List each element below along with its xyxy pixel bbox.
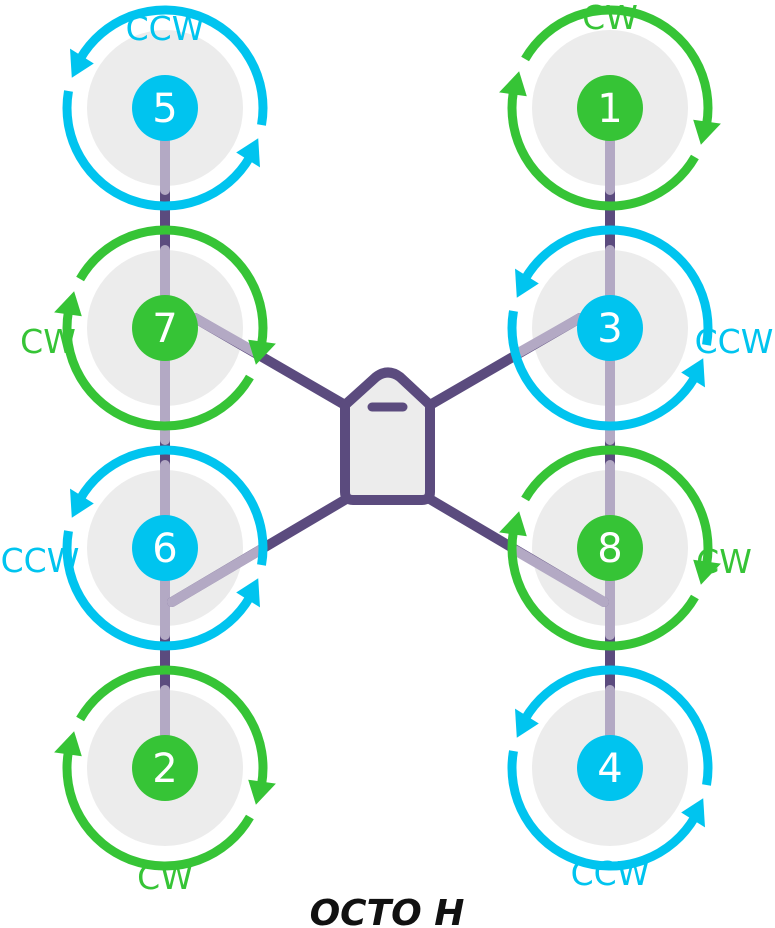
rotation-arrow-7 — [54, 291, 82, 317]
rotation-arc-5 — [76, 5, 268, 126]
rotation-arc-2 — [62, 750, 254, 871]
motor-badge-3 — [577, 295, 643, 361]
rotation-arc-2 — [76, 665, 268, 786]
rotation-rings — [54, 5, 721, 871]
rotation-arc-6 — [76, 445, 268, 566]
rotation-arc-5 — [62, 90, 254, 211]
direction-label-5: CCW — [126, 9, 205, 48]
rotation-arrow-8 — [693, 559, 721, 585]
motor-number-7: 7 — [152, 306, 177, 352]
rotation-arc-8 — [521, 445, 713, 566]
rotation-arrow-7 — [248, 339, 276, 365]
motor-badge-6 — [132, 515, 198, 581]
rotation-arc-4 — [521, 665, 713, 786]
direction-label-2: CW — [137, 858, 193, 897]
rotation-arrow-5 — [236, 138, 260, 168]
motor-badge-1 — [577, 75, 643, 141]
rotation-arrow-6 — [70, 488, 94, 518]
rotation-arc-7 — [62, 310, 254, 431]
rotation-arrow-2 — [248, 779, 276, 805]
rotation-arrow-4 — [681, 798, 705, 828]
motor-number-5: 5 — [152, 86, 177, 132]
rotation-arc-4 — [507, 750, 699, 871]
motor-badge-2 — [132, 735, 198, 801]
rotation-arc-3 — [507, 310, 699, 431]
direction-label-4: CCW — [571, 854, 650, 893]
flight-controller-body — [340, 367, 435, 505]
direction-label-3: CCW — [695, 322, 774, 361]
rotation-arrow-3 — [681, 358, 705, 388]
body-outline — [340, 367, 435, 505]
rotation-arrow-1 — [499, 71, 527, 97]
arm-lower-left-inner — [167, 544, 267, 607]
direction-labels: CW CW CCW CCW CCW CCW CW CW — [1, 0, 774, 897]
motor-number-4: 4 — [597, 746, 622, 792]
rotation-arc-1 — [507, 90, 699, 211]
rotation-arc-3 — [521, 225, 713, 346]
motor-badge-4 — [577, 735, 643, 801]
rotation-arrow-6 — [236, 578, 260, 608]
rotation-arc-6 — [62, 530, 254, 651]
motor-number-6: 6 — [152, 526, 177, 572]
rotation-arrow-8 — [499, 511, 527, 537]
motor-badge-8 — [577, 515, 643, 581]
motor-badges: 1 2 3 4 5 6 7 8 — [132, 75, 643, 801]
arm-lower-right-inner — [508, 544, 609, 607]
motor-badge-7 — [132, 295, 198, 361]
direction-label-6: CCW — [1, 541, 80, 580]
arm-upper-right-inner — [515, 313, 585, 357]
rotation-arc-8 — [507, 530, 699, 651]
rotation-arrow-3 — [515, 268, 539, 298]
rotation-arc-1 — [521, 5, 713, 126]
diagram-title: OCTO H — [310, 893, 465, 928]
rotation-arc-7 — [76, 225, 268, 346]
direction-label-1: CW — [582, 0, 638, 37]
motor-number-1: 1 — [597, 86, 622, 132]
motor-number-2: 2 — [152, 746, 177, 792]
motor-number-8: 8 — [597, 526, 622, 572]
motor-badge-5 — [132, 75, 198, 141]
direction-label-8: CW — [696, 542, 752, 581]
direction-label-7: CW — [20, 322, 76, 361]
motor-number-3: 3 — [597, 306, 622, 352]
rotation-arrow-2 — [54, 731, 82, 757]
rotation-arrow-5 — [70, 48, 94, 78]
arm-upper-left-inner — [190, 313, 260, 357]
rotation-arrow-1 — [693, 119, 721, 145]
rotation-arrow-4 — [515, 708, 539, 738]
